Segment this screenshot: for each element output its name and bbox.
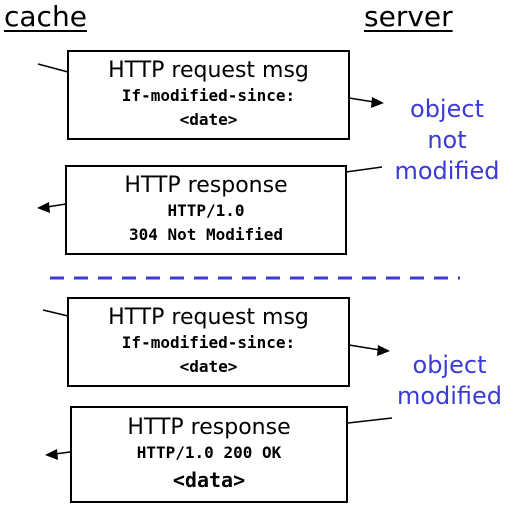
bottom-response-status: HTTP/1.0 200 OK [136, 442, 282, 462]
bottom-request-incoming-line [42, 309, 69, 317]
top-response-incoming-line [345, 166, 383, 173]
bottom-response-data: <data> [172, 467, 246, 492]
server-header: server [364, 0, 453, 33]
bottom-response-outgoing-arrow [54, 451, 71, 455]
bottom-response-title: HTTP response [127, 414, 291, 440]
bottom-request-outgoing-arrow [348, 344, 381, 351]
bottom-response-arrowhead [45, 449, 58, 460]
bottom-response-incoming-line [347, 417, 393, 424]
cache-header: cache [4, 0, 87, 33]
top-response-arrowhead [37, 202, 50, 213]
bottom-request-title: HTTP request msg [108, 305, 309, 330]
top-request-title: HTTP request msg [108, 58, 309, 83]
top-note-line-1: object [410, 95, 484, 123]
bottom-status-note: object modified [392, 350, 507, 412]
top-note-line-3: modified [394, 157, 500, 185]
top-request-header: If-modified-since: [121, 86, 296, 105]
top-note-line-2: not [427, 126, 467, 154]
top-response-box: HTTP response HTTP/1.0 304 Not Modified [65, 165, 347, 255]
bottom-request-arrowhead [377, 345, 390, 356]
top-request-arrowhead [371, 97, 384, 108]
top-request-box: HTTP request msg If-modified-since: <dat… [67, 50, 350, 140]
top-request-outgoing-arrow [348, 97, 375, 103]
top-response-status: 304 Not Modified [128, 225, 284, 244]
top-status-note: object not modified [388, 94, 506, 187]
top-response-version: HTTP/1.0 [167, 201, 245, 220]
top-request-incoming-line [37, 63, 69, 73]
top-response-outgoing-arrow [46, 203, 67, 208]
bottom-request-box: HTTP request msg If-modified-since: <dat… [67, 297, 350, 387]
bottom-note-line-1: object [412, 351, 487, 379]
bottom-request-header: If-modified-since: [121, 333, 296, 352]
bottom-note-line-2: modified [396, 382, 503, 410]
top-request-date: <date> [179, 110, 238, 129]
bottom-response-box: HTTP response HTTP/1.0 200 OK <data> [70, 406, 348, 503]
bottom-request-date: <date> [179, 357, 238, 376]
top-response-title: HTTP response [124, 173, 288, 198]
